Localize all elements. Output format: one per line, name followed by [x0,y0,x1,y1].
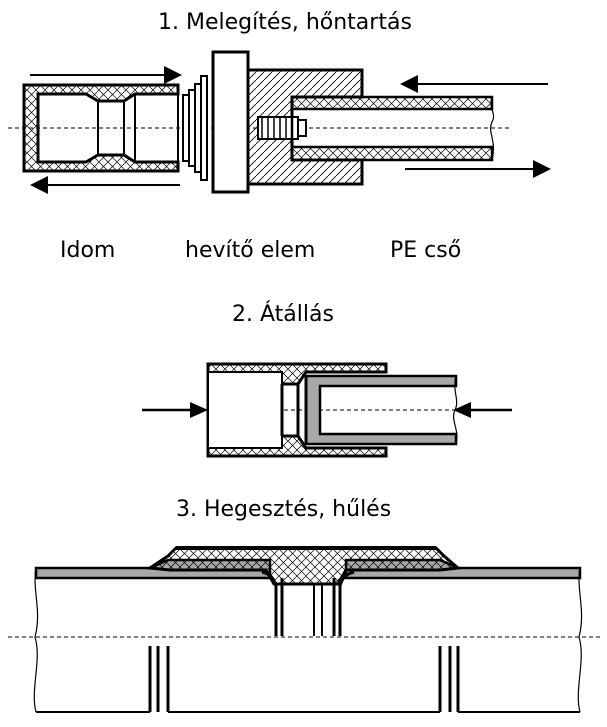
label-pe-pipe: PE cső [390,238,462,263]
step1-title: 1. Melegítés, hőntartás [158,10,412,35]
step1-pe-pipe [290,95,495,162]
label-fitting: Idom [60,238,116,263]
step1-heating-element [182,50,364,194]
step1-drawing [8,50,551,194]
step1-pipe-arrows [400,75,551,178]
step1-fitting [22,83,180,173]
step3-title: 3. Hegesztés, hűlés [176,497,392,522]
step2-title: 2. Átállás [232,302,334,327]
step2-pe-pipe [304,374,458,446]
step2-drawing [142,362,512,458]
label-heating-element: hevítő elem [185,238,316,263]
step3-drawing [8,546,600,713]
step1-fitting-arrows [30,66,182,194]
